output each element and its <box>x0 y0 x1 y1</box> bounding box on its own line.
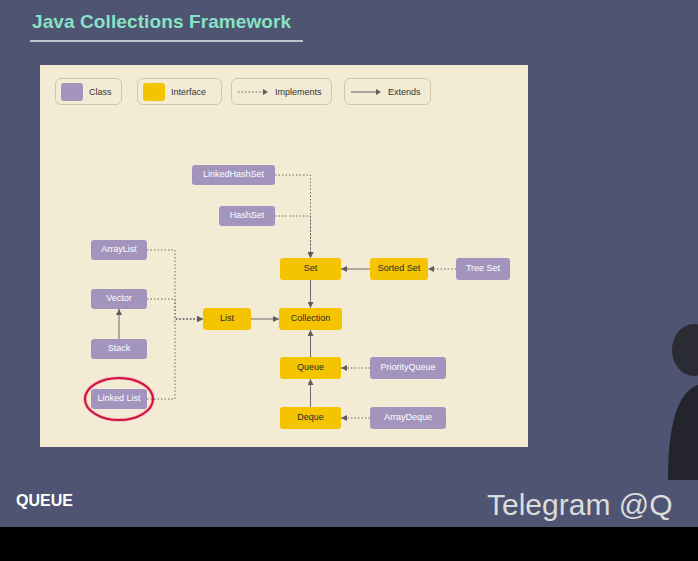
legend-arrowhead <box>376 89 381 95</box>
class-box: LinkedHashSet <box>192 165 275 185</box>
extends-connector <box>341 269 370 270</box>
legend-label: Class <box>89 87 112 97</box>
class-box: PriorityQueue <box>370 357 446 379</box>
interface-box: Queue <box>280 357 341 379</box>
class-box: ArrayList <box>91 240 147 260</box>
implements-connector <box>341 418 370 419</box>
highlight-circle <box>85 378 153 420</box>
section-caption: QUEUE <box>16 492 73 510</box>
extends-connector <box>310 330 311 357</box>
class-box: Tree Set <box>456 258 510 280</box>
legend-label: Interface <box>171 87 206 97</box>
node-label: Set <box>304 264 318 274</box>
highlight-glow <box>85 378 153 420</box>
node-label: ArrayDeque <box>384 413 432 423</box>
extends-connector <box>310 280 311 308</box>
implements-connector <box>147 299 203 319</box>
node-label: HashSet <box>230 211 265 221</box>
legend-line-sample <box>350 88 382 96</box>
interface-box: Deque <box>280 407 341 429</box>
legend-item: Extends <box>344 78 431 105</box>
node-label: Collection <box>291 314 331 324</box>
legend-item: Interface <box>137 78 222 105</box>
class-box: Stack <box>91 339 147 359</box>
legend-label: Extends <box>388 87 421 97</box>
node-label: Vector <box>106 294 132 304</box>
implements-connector <box>147 319 203 399</box>
implements-connector <box>275 175 311 258</box>
implements-connector <box>428 269 456 270</box>
legend-label: Implements <box>275 87 322 97</box>
extends-connector <box>251 319 279 320</box>
interface-box: Set <box>280 258 341 280</box>
node-label: ArrayList <box>101 245 137 255</box>
node-label: Linked List <box>97 394 140 404</box>
title-underline <box>30 40 303 42</box>
interface-box: Collection <box>279 308 342 330</box>
diagram-panel <box>40 65 528 447</box>
presenter-figure <box>668 324 698 480</box>
legend-swatch <box>143 83 165 101</box>
interface-box: Sorted Set <box>370 258 428 280</box>
legend-line <box>238 91 263 92</box>
legend-line <box>351 91 376 92</box>
letterbox-band <box>0 527 698 561</box>
class-box: Vector <box>91 289 147 309</box>
presenter-body <box>668 385 698 480</box>
watermark: Telegram @Q <box>487 488 673 522</box>
node-label: Sorted Set <box>378 264 421 274</box>
extends-connector <box>310 379 311 407</box>
presenter-head <box>672 324 698 376</box>
node-label: Queue <box>297 363 324 373</box>
class-box: Linked List <box>91 389 147 409</box>
implements-connector <box>275 216 311 258</box>
legend-line-sample <box>237 88 269 96</box>
node-label: Deque <box>297 413 324 423</box>
slide-title: Java Collections Framework <box>32 11 291 33</box>
node-label: Stack <box>108 344 131 354</box>
node-label: LinkedHashSet <box>203 170 264 180</box>
node-label: Tree Set <box>466 264 500 274</box>
legend-swatch <box>61 83 83 101</box>
legend-item: Implements <box>231 78 332 105</box>
interface-box: List <box>203 308 251 330</box>
legend-item: Class <box>55 78 122 105</box>
extends-connector <box>119 309 120 339</box>
node-label: List <box>220 314 234 324</box>
class-box: ArrayDeque <box>370 407 446 429</box>
implements-connector <box>147 250 203 319</box>
implements-connector <box>341 368 370 369</box>
node-label: PriorityQueue <box>380 363 435 373</box>
legend-arrowhead <box>263 89 268 95</box>
class-box: HashSet <box>219 206 275 226</box>
